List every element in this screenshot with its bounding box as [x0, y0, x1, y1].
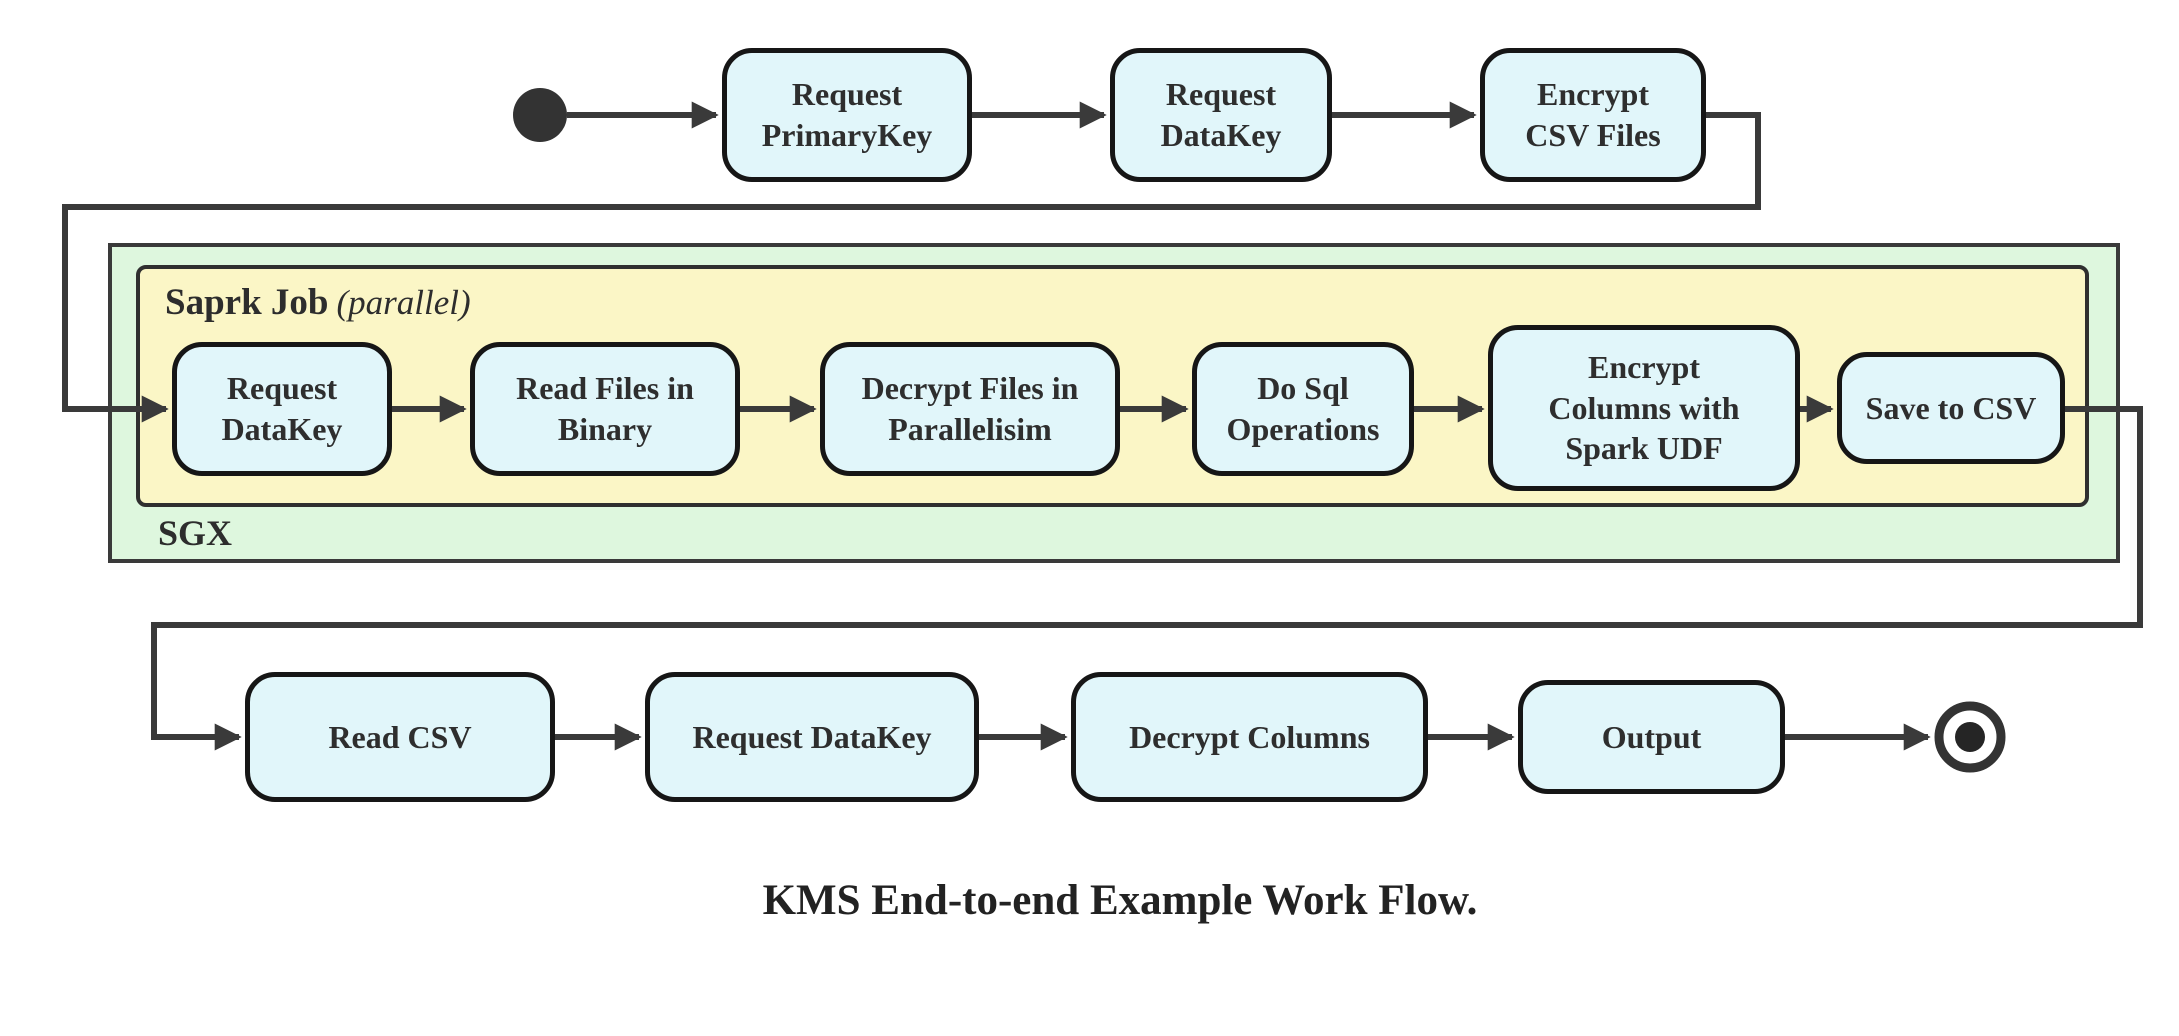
final-state-icon — [1934, 701, 2006, 773]
node-do-sql-operations: Do Sql Operations — [1192, 342, 1414, 476]
spark-job-label-text: Saprk Job — [165, 282, 329, 323]
node-decrypt-columns: Decrypt Columns — [1071, 672, 1428, 802]
spark-job-label: Saprk Job(parallel) — [165, 281, 471, 324]
node-encrypt-columns-with-spark-udf: Encrypt Columns with Spark UDF — [1488, 325, 1800, 491]
node-request-datakey-bottom: Request DataKey — [645, 672, 979, 802]
node-save-to-csv: Save to CSV — [1837, 352, 2065, 464]
spark-job-parallel-annotation: (parallel) — [336, 283, 471, 322]
node-read-files-in-binary: Read Files in Binary — [470, 342, 740, 476]
sgx-label: SGX — [158, 513, 233, 553]
node-spark-request-datakey: Request DataKey — [172, 342, 392, 476]
node-output: Output — [1518, 680, 1785, 794]
node-request-primarykey: Request PrimaryKey — [722, 48, 972, 182]
diagram-caption: KMS End-to-end Example Work Flow. — [762, 877, 1478, 924]
node-read-csv: Read CSV — [245, 672, 555, 802]
initial-state-icon — [513, 88, 567, 142]
node-request-datakey-top: Request DataKey — [1110, 48, 1332, 182]
node-encrypt-csv-files: Encrypt CSV Files — [1480, 48, 1706, 182]
node-decrypt-files-in-parallelisim: Decrypt Files in Parallelisim — [820, 342, 1120, 476]
